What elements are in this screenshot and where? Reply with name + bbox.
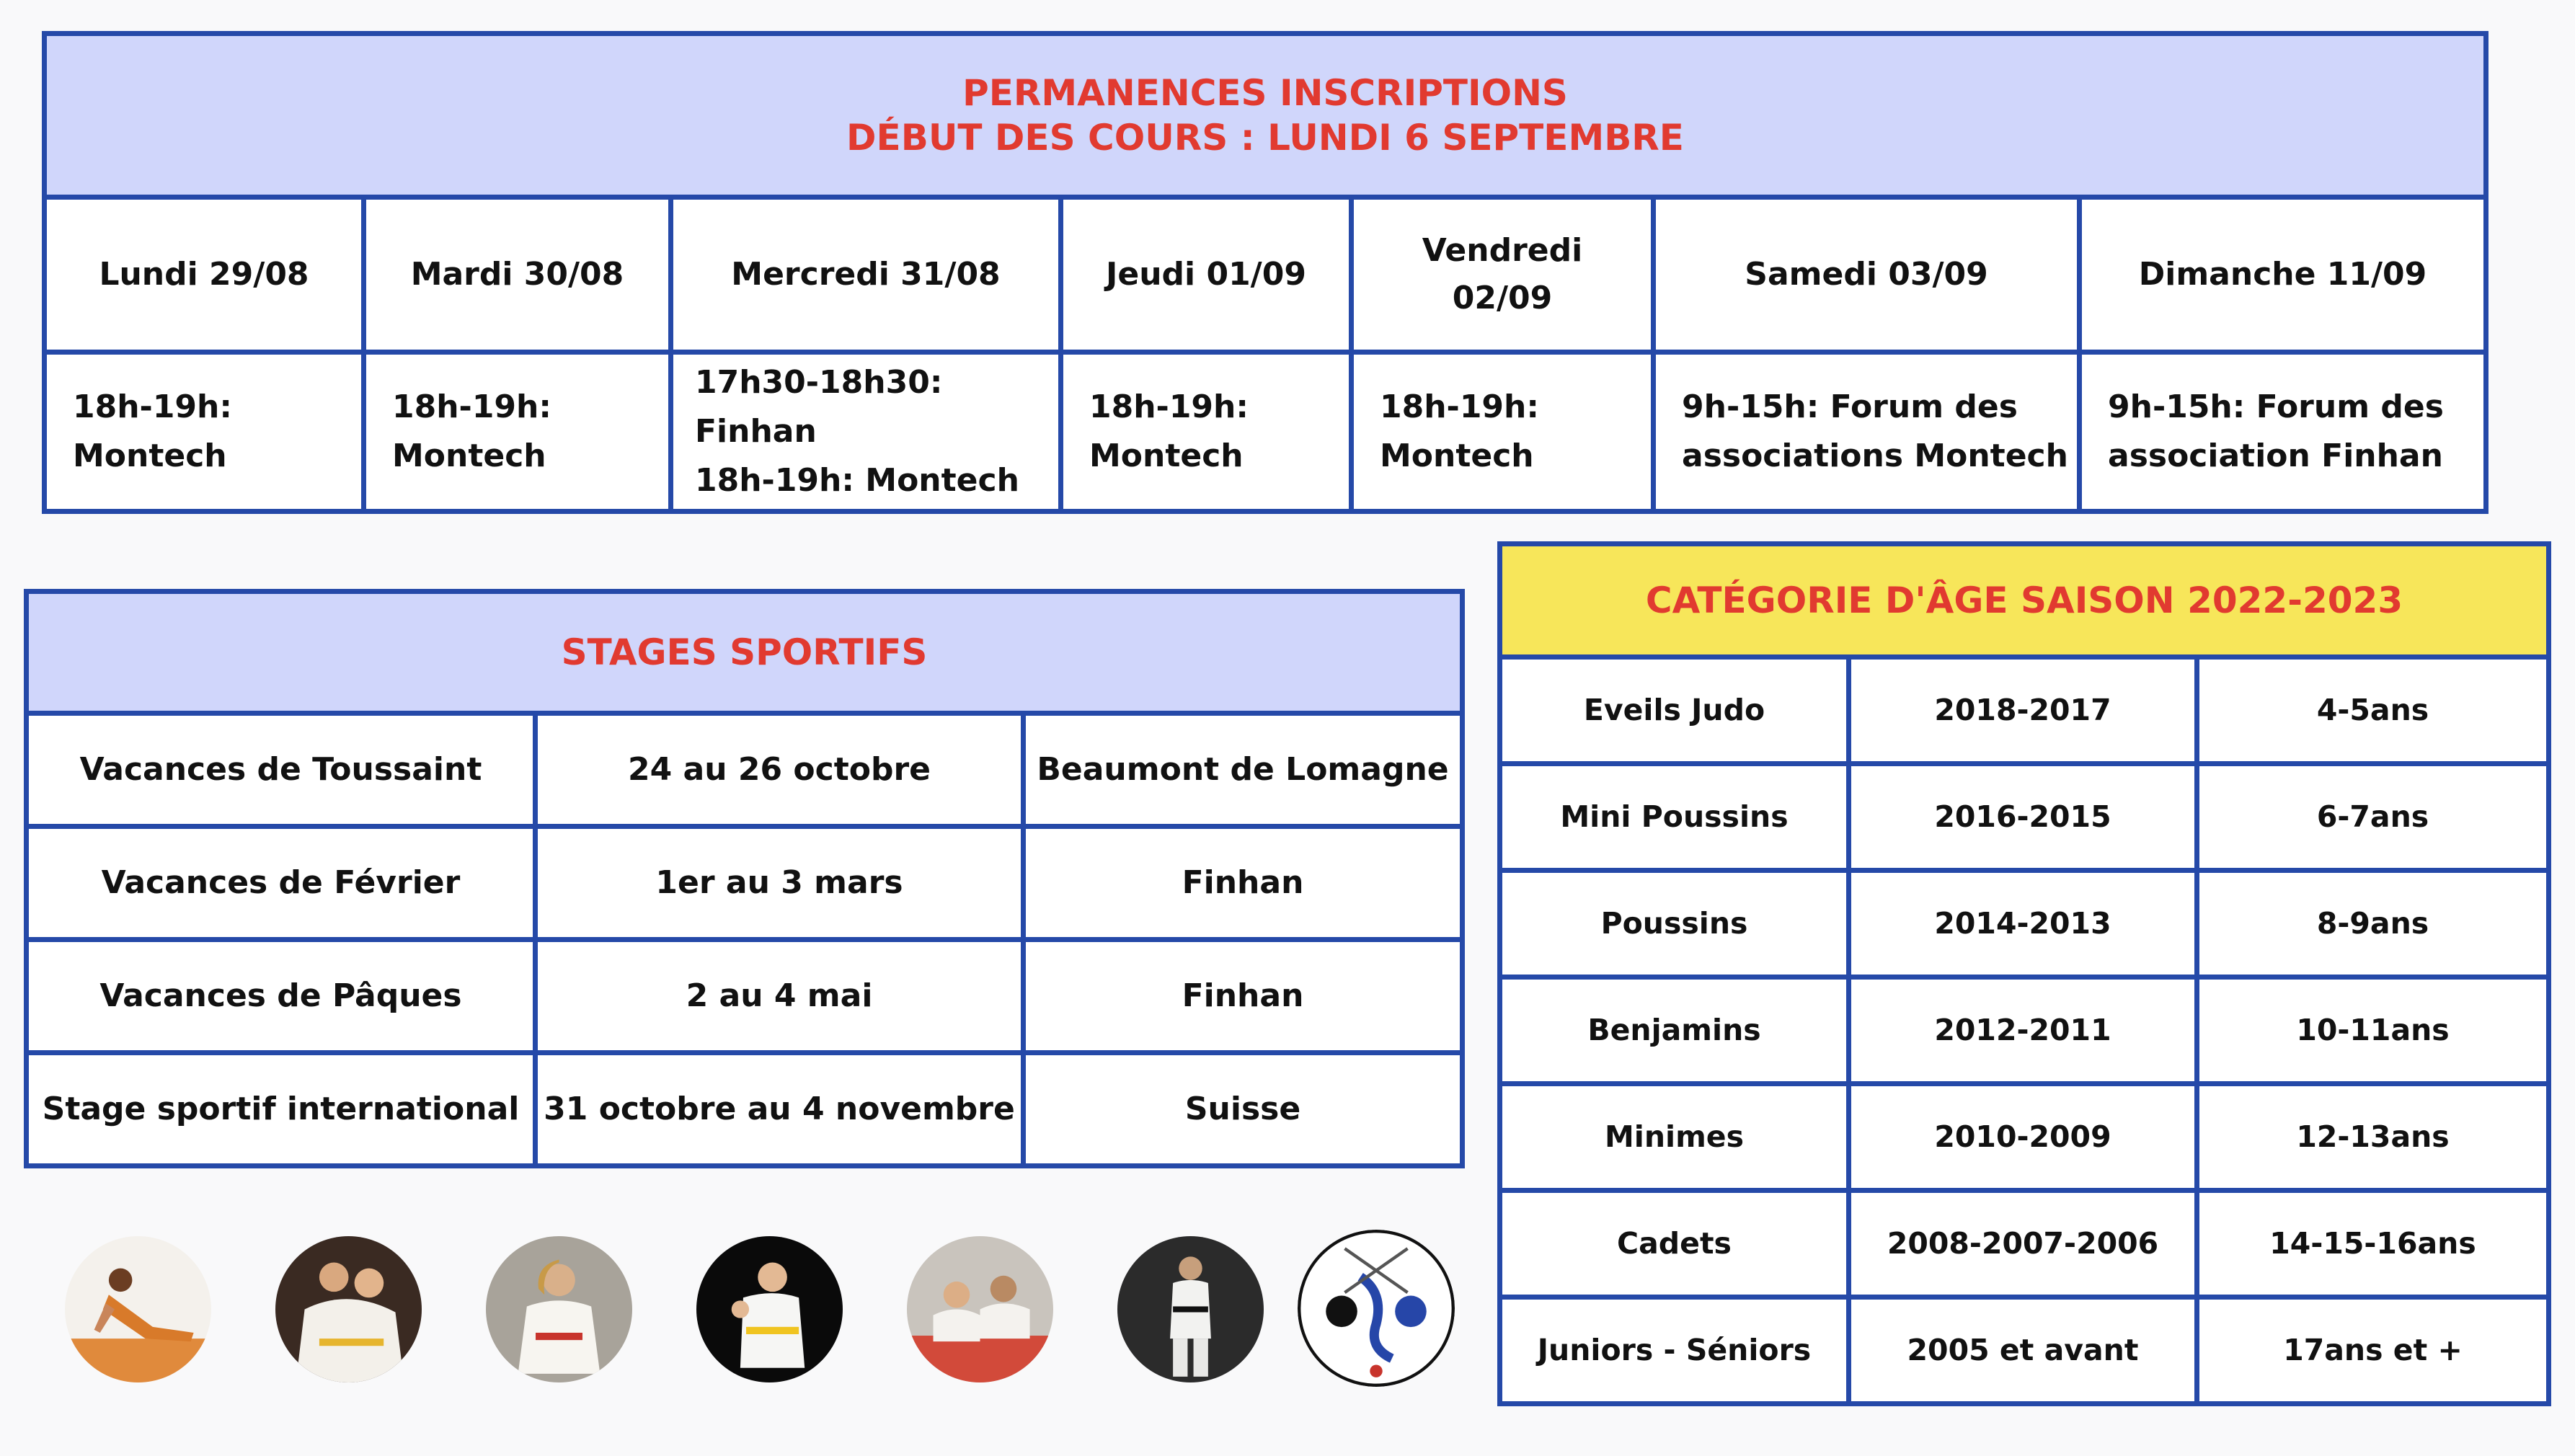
slot-cell: 9h-15h: Forum des association Finhan (2076, 350, 2489, 514)
category-name: Juniors - Séniors (1497, 1295, 1851, 1406)
permanences-header: PERMANENCES INSCRIPTIONS DÉBUT DES COURS… (41, 31, 2489, 200)
category-years: 2018-2017 (1846, 654, 2199, 766)
category-years: 2016-2015 (1846, 761, 2199, 873)
slot-cell: 18h-19h: Montech (1349, 350, 1656, 514)
slot-place: association Finhan (2108, 438, 2443, 474)
slot-cell: 18h-19h: Montech (361, 350, 673, 514)
slot-place: Montech (1089, 438, 1244, 474)
slot-place: Montech (1380, 438, 1534, 474)
slot-place: associations Montech (1682, 438, 2068, 474)
category-ages: 8-9ans (2194, 868, 2552, 980)
judoka-standing-photo (1117, 1236, 1264, 1382)
slot-cell: 9h-15h: Forum des associations Montech (1651, 350, 2082, 514)
permanences-title: PERMANENCES INSCRIPTIONS (962, 71, 1568, 114)
age-categories-title: CATÉGORIE D'ÂGE SAISON 2022-2023 (1497, 541, 2552, 660)
category-ages: 17ans et + (2194, 1295, 2552, 1406)
club-logo (1298, 1230, 1455, 1387)
slot-time: 18h-19h: (1380, 388, 1539, 425)
judo-boy-yellow-belt-photo (696, 1236, 843, 1382)
day-cell: Mercredi 31/08 (668, 195, 1063, 355)
slot-cell: 18h-19h: Montech (42, 350, 366, 514)
stage-name: Vacances de Toussaint (24, 711, 538, 829)
category-years: 2008-2007-2006 (1846, 1188, 2199, 1300)
category-name: Eveils Judo (1497, 654, 1851, 766)
stages-title: STAGES SPORTIFS (23, 589, 1466, 716)
slot-place: 18h-19h: Montech (695, 462, 1019, 500)
day-date: 02/09 (1452, 280, 1553, 316)
slot-time: 18h-19h: (73, 388, 232, 425)
stage-dates: 31 octobre au 4 novembre (533, 1050, 1026, 1168)
slot-cell: 18h-19h: Montech (1058, 350, 1354, 514)
category-years: 2012-2011 (1846, 975, 2199, 1086)
slot-place: Montech (392, 438, 546, 474)
stage-place: Beaumont de Lomagne (1020, 711, 1466, 829)
day-cell: Mardi 30/08 (361, 195, 673, 355)
day-name: Vendredi (1422, 232, 1583, 269)
day-cell: Jeudi 01/09 (1058, 195, 1354, 355)
age-categories-table: CATÉGORIE D'ÂGE SAISON 2022-2023 Eveils … (1497, 541, 2552, 1406)
stage-name: Stage sportif international (24, 1050, 538, 1168)
category-years: 2014-2013 (1846, 868, 2199, 980)
judo-girl-kneeling-photo (486, 1236, 632, 1382)
stage-name: Vacances de Février (24, 824, 538, 942)
stage-place: Finhan (1020, 937, 1466, 1055)
slot-time: 17h30-18h30: Finhan (695, 363, 943, 450)
day-cell: Samedi 03/09 (1651, 195, 2082, 355)
day-cell: Lundi 29/08 (42, 195, 366, 355)
stage-dates: 24 au 26 octobre (533, 711, 1026, 829)
category-ages: 6-7ans (2194, 761, 2552, 873)
category-name: Poussins (1497, 868, 1851, 980)
stage-place: Finhan (1020, 824, 1466, 942)
category-ages: 10-11ans (2194, 975, 2552, 1086)
category-name: Minimes (1497, 1081, 1851, 1193)
slot-cell: 17h30-18h30: Finhan 18h-19h: Montech (668, 350, 1063, 514)
category-name: Benjamins (1497, 975, 1851, 1086)
day-cell: Vendredi 02/09 (1349, 195, 1656, 355)
category-ages: 14-15-16ans (2194, 1188, 2552, 1300)
slot-time: 9h-15h: Forum des (1682, 388, 2018, 425)
course-start-subtitle: DÉBUT DES COURS : LUNDI 6 SEPTEMBRE (846, 117, 1684, 159)
slot-time: 18h-19h: (1089, 388, 1249, 425)
category-years: 2005 et avant (1846, 1295, 2199, 1406)
stages-table: STAGES SPORTIFS Vacances de Toussaint 24… (23, 589, 1466, 1168)
stage-dates: 1er au 3 mars (533, 824, 1026, 942)
slot-time: 9h-15h: Forum des (2108, 388, 2444, 425)
slot-time: 18h-19h: (392, 388, 551, 425)
stage-dates: 2 au 4 mai (533, 937, 1026, 1055)
category-name: Mini Poussins (1497, 761, 1851, 873)
judo-kids-hug-photo (275, 1236, 422, 1382)
stage-place: Suisse (1020, 1050, 1466, 1168)
judo-kids-mat-photo (907, 1236, 1053, 1382)
category-name: Cadets (1497, 1188, 1851, 1300)
slot-place: Montech (73, 438, 227, 474)
category-ages: 4-5ans (2194, 654, 2552, 766)
stage-name: Vacances de Pâques (24, 937, 538, 1055)
yoga-stretch-photo (65, 1236, 211, 1382)
category-years: 2010-2009 (1846, 1081, 2199, 1193)
day-cell: Dimanche 11/09 (2076, 195, 2489, 355)
permanences-table: PERMANENCES INSCRIPTIONS DÉBUT DES COURS… (41, 31, 2489, 514)
category-ages: 12-13ans (2194, 1081, 2552, 1193)
